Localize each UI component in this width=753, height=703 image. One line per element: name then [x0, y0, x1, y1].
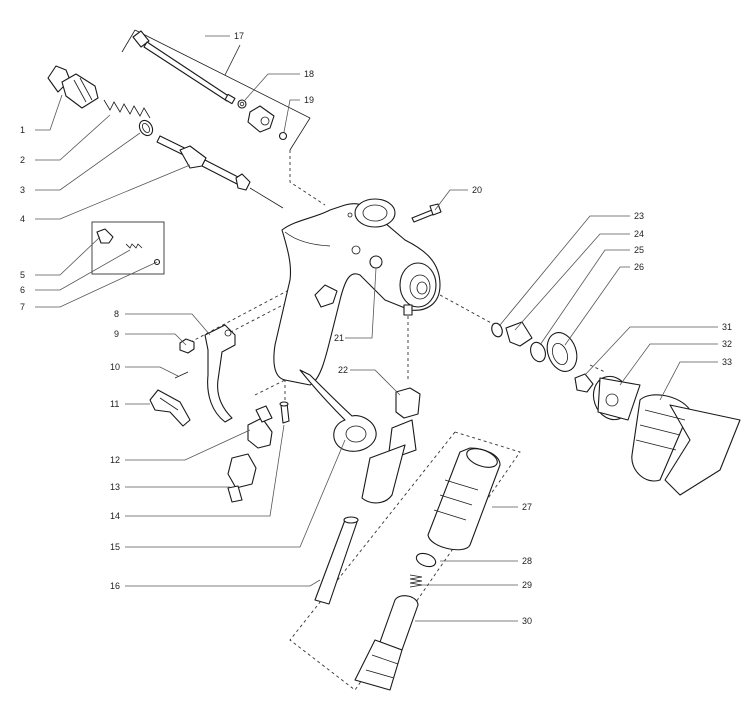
callout-12: 12 [110, 455, 120, 465]
callout-21: 21 [334, 333, 344, 343]
callout-8: 8 [114, 309, 119, 319]
part-filter-housing [361, 419, 417, 504]
part-17-rod [132, 30, 236, 105]
callout-23: 23 [634, 211, 644, 221]
part-1-knob [47, 65, 99, 109]
callout-25: 25 [634, 245, 644, 255]
callout-7: 7 [20, 302, 25, 312]
part-14-pin [279, 401, 290, 424]
callout-11: 11 [110, 399, 119, 409]
callout-14: 14 [110, 511, 120, 521]
callout-18: 18 [304, 69, 314, 79]
part-10-pin [174, 371, 189, 379]
part-5-fitting [96, 228, 114, 244]
callout-26: 26 [634, 262, 644, 272]
part-3-ring [138, 119, 154, 137]
part-11-clip [149, 389, 191, 427]
assembly-guides [91, 29, 606, 691]
callout-15: 15 [110, 542, 120, 552]
part-30-fitting [354, 595, 419, 691]
callout-1: 1 [20, 125, 25, 135]
part-6-spring-small [125, 243, 143, 249]
part-26-nut [546, 332, 578, 372]
callout-4: 4 [20, 214, 25, 224]
callout-10: 10 [110, 362, 120, 372]
leader-lines [35, 35, 718, 622]
part-16-filter [314, 516, 359, 605]
callout-2: 2 [20, 155, 25, 165]
part-4-needle [156, 135, 284, 209]
gun-body [273, 198, 441, 452]
part-18-washer [237, 99, 247, 109]
part-23-oring [491, 322, 503, 338]
part-28-oring [415, 552, 437, 568]
part-25-ring [530, 341, 546, 363]
part-24-fitting [505, 321, 533, 347]
callout-29: 29 [522, 580, 532, 590]
part-32-guard [592, 375, 641, 421]
callout-28: 28 [522, 556, 532, 566]
part-19-ring [278, 131, 288, 141]
callout-32: 32 [722, 339, 732, 349]
part-12-fitting [247, 405, 273, 449]
part-13-fitting [227, 453, 257, 503]
callout-19: 19 [304, 95, 314, 105]
callout-27: 27 [522, 502, 532, 512]
callout-24: 24 [634, 229, 644, 239]
callout-5: 5 [20, 270, 25, 280]
callout-16: 16 [110, 581, 120, 591]
callout-22: 22 [338, 365, 348, 375]
part-20-screw [411, 203, 442, 223]
callout-31: 31 [722, 322, 732, 332]
callout-3: 3 [20, 185, 25, 195]
part-2-spring [103, 99, 151, 119]
part-31-tip [574, 373, 594, 393]
part-27-cylinder [427, 447, 501, 551]
callout-6: 6 [20, 285, 25, 295]
callout-30: 30 [522, 616, 532, 626]
part-8-trigger [204, 324, 236, 423]
callout-13: 13 [110, 482, 120, 492]
callout-17: 17 [234, 31, 244, 41]
callout-9: 9 [114, 329, 119, 339]
part-18-nut [247, 105, 275, 133]
callout-20: 20 [472, 185, 482, 195]
callout-labels: 1 2 3 4 5 6 7 8 9 10 11 12 13 14 15 16 1… [20, 31, 732, 626]
part-29-spring [409, 574, 423, 588]
part-22-fitting [395, 387, 421, 419]
part-33-tip-guard [631, 394, 741, 496]
callout-33: 33 [722, 357, 732, 367]
